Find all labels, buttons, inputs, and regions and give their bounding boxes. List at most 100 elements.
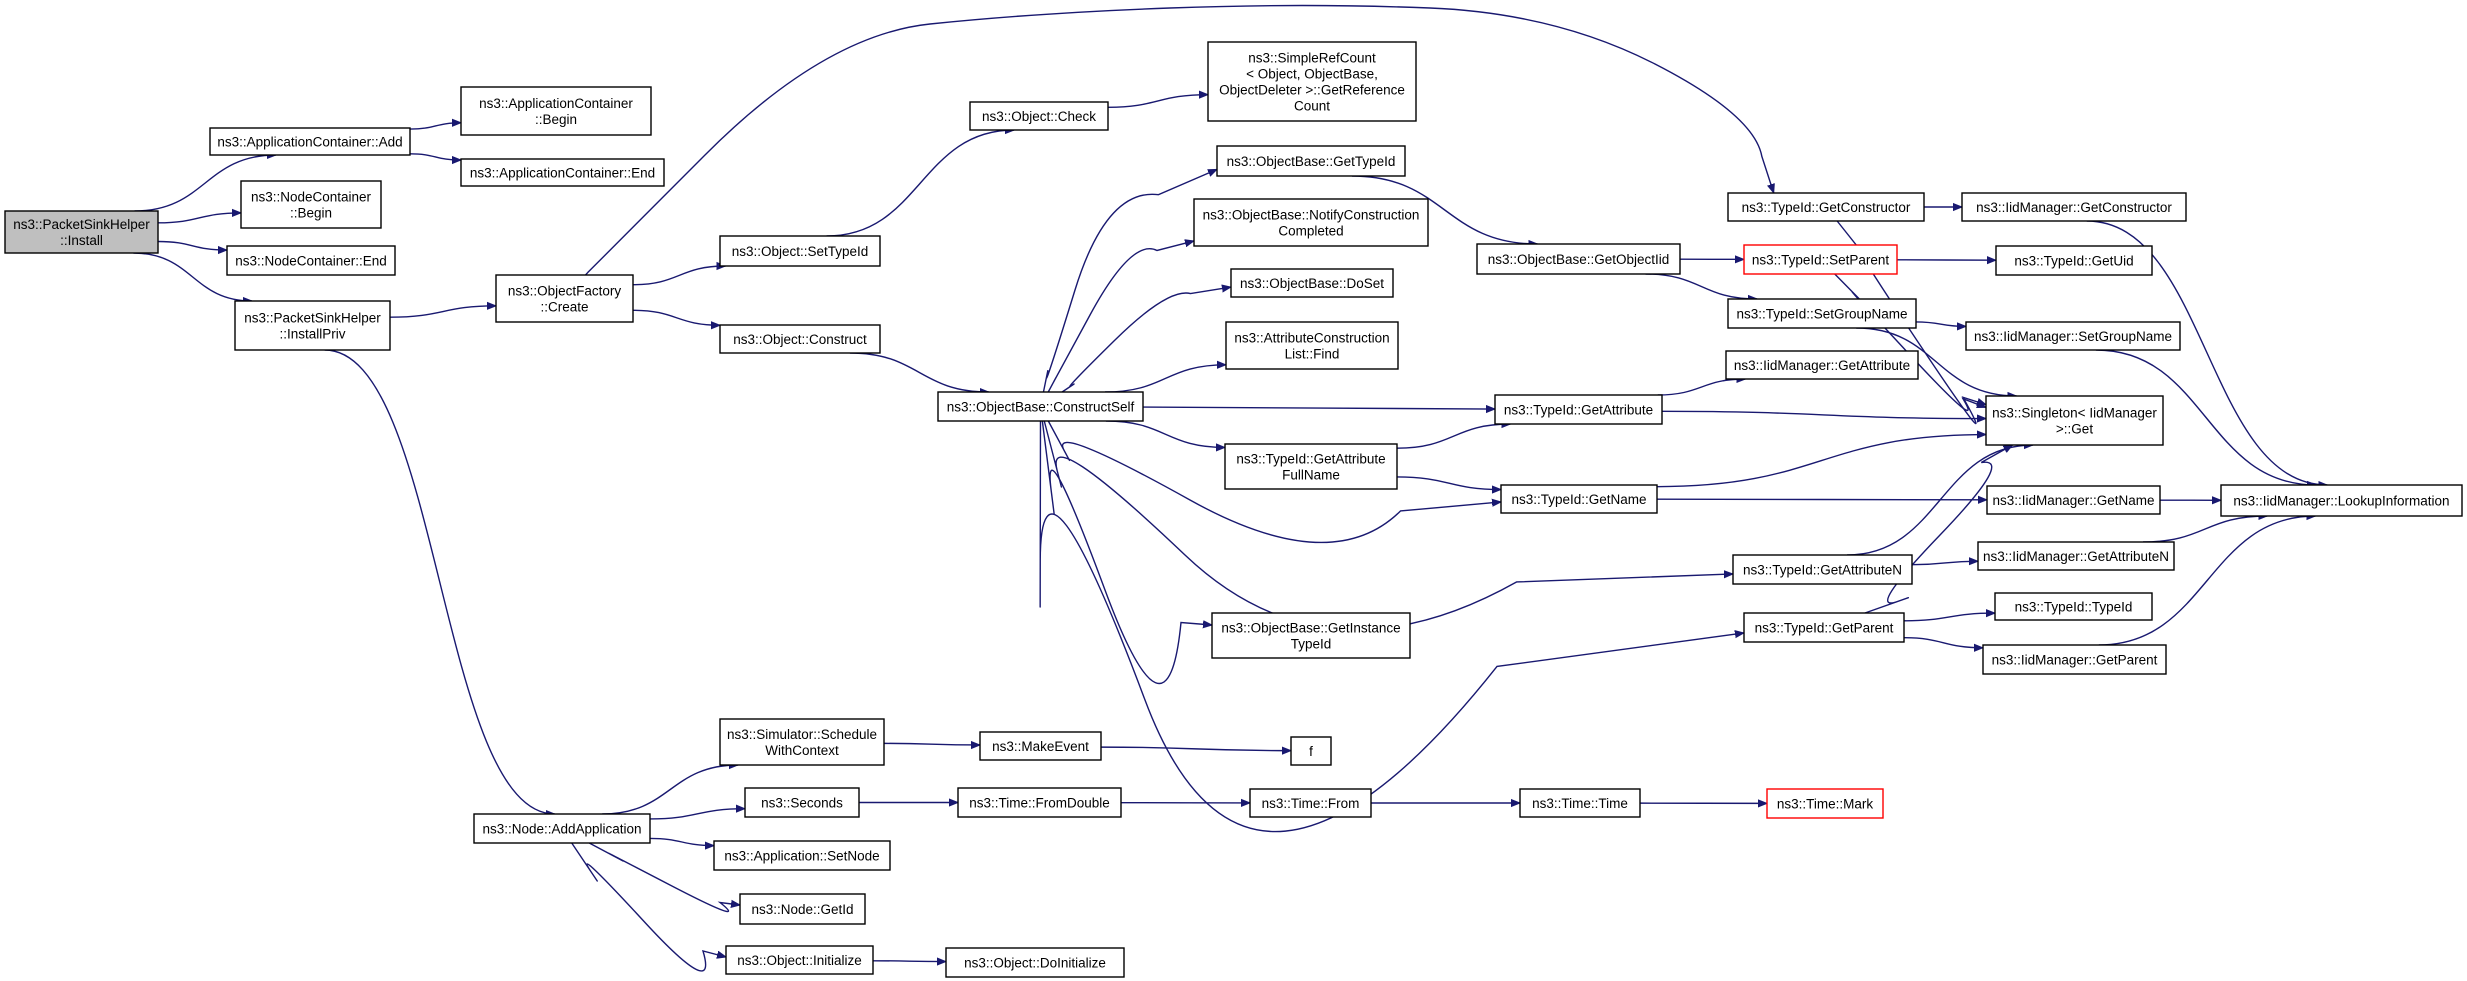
node-box[interactable] [1743,244,1898,275]
node-tGetName[interactable]: ns3::TypeId::GetName [1500,484,1658,514]
node-doset[interactable]: ns3::ObjectBase::DoSet [1230,268,1394,298]
node-obGetTypeId[interactable]: ns3::ObjectBase::GetTypeId [1216,145,1406,177]
node-box[interactable] [1977,541,2175,571]
node-box[interactable] [1732,554,1913,585]
node-construct[interactable]: ns3::Object::Construct [719,324,881,354]
node-objfactory[interactable]: ns3::ObjectFactory::Create [495,274,634,323]
node-objInit[interactable]: ns3::Object::Initialize [725,945,874,975]
node-box[interactable] [1982,644,2167,675]
node-box[interactable] [4,210,159,254]
node-iidGetConstructor[interactable]: ns3::IidManager::GetConstructor [1961,192,2187,222]
node-tGetParent[interactable]: ns3::TypeId::GetParent [1743,612,1905,643]
node-installpriv[interactable]: ns3::PacketSinkHelper::InstallPriv [234,300,391,351]
node-tGetUid[interactable]: ns3::TypeId::GetUid [1995,245,2153,276]
node-box[interactable] [739,893,866,925]
node-iidSetGroupName[interactable]: ns3::IidManager::SetGroupName [1965,321,2181,351]
node-box[interactable] [1985,395,2164,446]
node-box[interactable] [1494,394,1663,425]
node-refcount[interactable]: ns3::SimpleRefCount< Object, ObjectBase,… [1207,41,1417,122]
node-box[interactable] [1230,268,1394,298]
node-box[interactable] [1725,350,1919,380]
node-box[interactable] [1193,198,1429,247]
node-constructSelf[interactable]: ns3::ObjectBase::ConstructSelf [937,391,1144,422]
node-box[interactable] [1216,145,1406,177]
node-box[interactable] [1986,485,2161,515]
node-box[interactable] [1994,592,2153,621]
node-box[interactable] [473,813,651,844]
node-tGetAttributeN[interactable]: ns3::TypeId::GetAttributeN [1732,554,1913,585]
node-box[interactable] [937,391,1144,422]
node-setNode[interactable]: ns3::Application::SetNode [713,840,891,871]
node-timeTime[interactable]: ns3::Time::Time [1519,788,1641,818]
node-fromDouble[interactable]: ns3::Time::FromDouble [957,787,1122,818]
node-box[interactable] [1727,298,1917,329]
node-setTypeId[interactable]: ns3::Object::SetTypeId [719,235,881,267]
node-box[interactable] [1995,245,2153,276]
node-singleton[interactable]: ns3::Singleton< IidManager>::Get [1985,395,2164,446]
node-box[interactable] [719,324,881,354]
node-box[interactable] [234,300,391,351]
node-appc_add[interactable]: ns3::ApplicationContainer::Add [209,127,411,156]
node-appc_end[interactable]: ns3::ApplicationContainer::End [460,158,665,187]
node-box[interactable] [495,274,634,323]
node-iidGetName[interactable]: ns3::IidManager::GetName [1986,485,2161,515]
node-box[interactable] [1225,321,1399,370]
node-box[interactable] [209,127,411,156]
node-box[interactable] [1766,788,1884,819]
node-box[interactable] [979,731,1102,761]
node-box[interactable] [226,245,396,276]
node-notify[interactable]: ns3::ObjectBase::NotifyConstructionCompl… [1193,198,1429,247]
node-box[interactable] [969,101,1109,131]
node-timeFrom[interactable]: ns3::Time::From [1249,788,1372,818]
node-box[interactable] [1743,612,1905,643]
node-box[interactable] [460,158,665,187]
node-box[interactable] [1290,736,1332,766]
node-iidGetAttributeN[interactable]: ns3::IidManager::GetAttributeN [1977,541,2175,571]
node-box[interactable] [1965,321,2181,351]
node-appc_begin[interactable]: ns3::ApplicationContainer::Begin [460,86,652,136]
node-timeMark[interactable]: ns3::Time::Mark [1766,788,1884,819]
node-box[interactable] [240,180,382,229]
node-nodec_end[interactable]: ns3::NodeContainer::End [226,245,396,276]
node-nodeGetId[interactable]: ns3::Node::GetId [739,893,866,925]
node-box[interactable] [2220,484,2463,517]
node-seconds[interactable]: ns3::Seconds [744,787,860,818]
node-lookup[interactable]: ns3::IidManager::LookupInformation [2220,484,2463,517]
node-box[interactable] [719,718,885,766]
node-tGetConstructor[interactable]: ns3::TypeId::GetConstructor [1727,192,1925,222]
node-getObjectIid[interactable]: ns3::ObjectBase::GetObjectIid [1476,243,1681,275]
node-f[interactable]: f [1290,736,1332,766]
node-box[interactable] [713,840,891,871]
node-install[interactable]: ns3::PacketSinkHelper::Install [4,210,159,254]
node-box[interactable] [1961,192,2187,222]
node-box[interactable] [1519,788,1641,818]
node-iidGetAttribute[interactable]: ns3::IidManager::GetAttribute [1725,350,1919,380]
node-box[interactable] [725,945,874,975]
node-box[interactable] [945,947,1125,978]
node-box[interactable] [957,787,1122,818]
node-tSetGroupName[interactable]: ns3::TypeId::SetGroupName [1727,298,1917,329]
node-tSetParent[interactable]: ns3::TypeId::SetParent [1743,244,1898,275]
node-box[interactable] [744,787,860,818]
node-box[interactable] [1249,788,1372,818]
node-nodec_begin[interactable]: ns3::NodeContainer::Begin [240,180,382,229]
node-tGetAttribute[interactable]: ns3::TypeId::GetAttribute [1494,394,1663,425]
node-box[interactable] [1476,243,1681,275]
node-box[interactable] [1727,192,1925,222]
node-box[interactable] [1500,484,1658,514]
node-box[interactable] [719,235,881,267]
node-tTypeId[interactable]: ns3::TypeId::TypeId [1994,592,2153,621]
node-box[interactable] [1207,41,1417,122]
node-addApp[interactable]: ns3::Node::AddApplication [473,813,651,844]
node-iidGetParent[interactable]: ns3::IidManager::GetParent [1982,644,2167,675]
node-makeEvent[interactable]: ns3::MakeEvent [979,731,1102,761]
node-box[interactable] [460,86,652,136]
node-box[interactable] [1224,443,1398,490]
node-box[interactable] [1211,612,1411,659]
node-check[interactable]: ns3::Object::Check [969,101,1109,131]
node-doInit[interactable]: ns3::Object::DoInitialize [945,947,1125,978]
